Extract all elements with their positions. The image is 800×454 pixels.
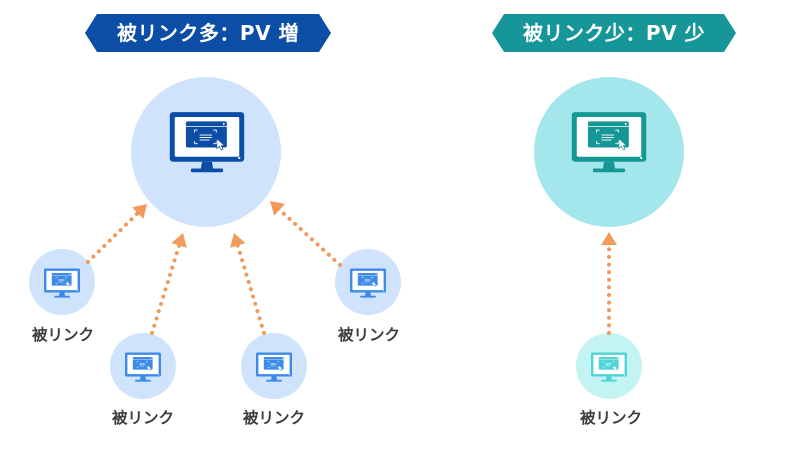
arrow-head-icon <box>230 233 246 248</box>
left-hub-monitor-icon <box>169 112 245 173</box>
arrow-head-icon <box>601 232 617 245</box>
cursor-icon <box>278 365 283 371</box>
left-node-label-1: 被リンク <box>31 326 94 344</box>
left-arrow-4 <box>270 201 342 267</box>
right-title-banner: 被リンク少：PV 少 <box>492 14 736 52</box>
left-node-3-monitor-icon <box>256 352 292 382</box>
cursor-icon <box>66 281 71 287</box>
right-node-1-monitor-icon <box>591 352 627 382</box>
arrow-head-icon <box>171 233 187 248</box>
left-node-label-2: 被リンク <box>111 409 174 427</box>
cursor-icon <box>613 365 618 371</box>
right-hub-monitor-icon <box>571 112 647 173</box>
left-node-label-4: 被リンク <box>337 326 400 344</box>
arrow-head-icon <box>270 201 285 216</box>
left-node-1-monitor-icon <box>44 268 80 298</box>
cursor-icon <box>372 281 377 287</box>
cursor-icon <box>618 138 628 151</box>
left-arrow-3 <box>230 233 266 335</box>
cursor-icon <box>216 138 226 151</box>
left-arrow-1 <box>86 204 147 264</box>
right-arrow-1 <box>601 232 617 335</box>
left-node-label-3: 被リンク <box>242 409 305 427</box>
cursor-icon <box>147 365 152 371</box>
right-node-label-1: 被リンク <box>579 409 642 427</box>
arrow-head-icon <box>132 204 147 219</box>
left-title-banner: 被リンク多：PV 増 <box>85 14 331 52</box>
left-node-4-monitor-icon <box>350 268 386 298</box>
left-arrow-2 <box>150 233 187 335</box>
left-node-2-monitor-icon <box>125 352 161 382</box>
